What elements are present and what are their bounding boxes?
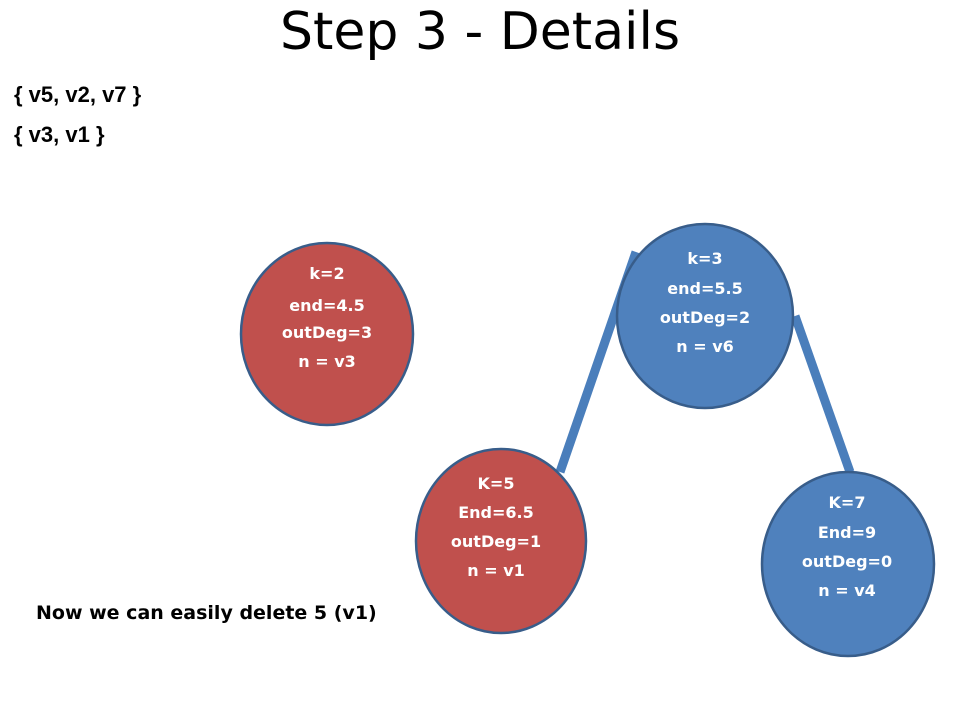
note-text: Now we can easily delete 5 (v1) [36, 602, 377, 624]
node-v1-n: n = v1 [467, 561, 525, 580]
page-title: Step 3 - Details [279, 2, 681, 62]
node-v4-n: n = v4 [818, 581, 876, 600]
node-v4: K=7 End=9 outDeg=0 n = v4 [760, 470, 936, 658]
node-v6-n: n = v6 [676, 337, 734, 356]
set-label-2: { v3, v1 } [14, 122, 105, 147]
node-v4-outdeg: outDeg=0 [802, 552, 892, 571]
node-v3-k: k=2 [309, 264, 344, 283]
node-v6-end: end=5.5 [667, 279, 742, 298]
node-v3-end: end=4.5 [289, 296, 364, 315]
node-v4-end: End=9 [818, 523, 876, 542]
set-label-1: { v5, v2, v7 } [14, 82, 142, 107]
node-v6: k=3 end=5.5 outDeg=2 n = v6 [615, 222, 795, 410]
node-v6-k: k=3 [687, 249, 722, 268]
node-v1: K=5 End=6.5 outDeg=1 n = v1 [414, 447, 588, 635]
node-v3: k=2 end=4.5 outDeg=3 n = v3 [239, 241, 415, 427]
node-v4-k: K=7 [829, 493, 866, 512]
node-v6-outdeg: outDeg=2 [660, 308, 750, 327]
node-v1-k: K=5 [478, 474, 515, 493]
node-v1-outdeg: outDeg=1 [451, 532, 541, 551]
node-v1-end: End=6.5 [458, 503, 534, 522]
node-v3-n: n = v3 [298, 352, 356, 371]
edge-v6-v4 [790, 314, 855, 474]
node-v3-outdeg: outDeg=3 [282, 323, 372, 342]
